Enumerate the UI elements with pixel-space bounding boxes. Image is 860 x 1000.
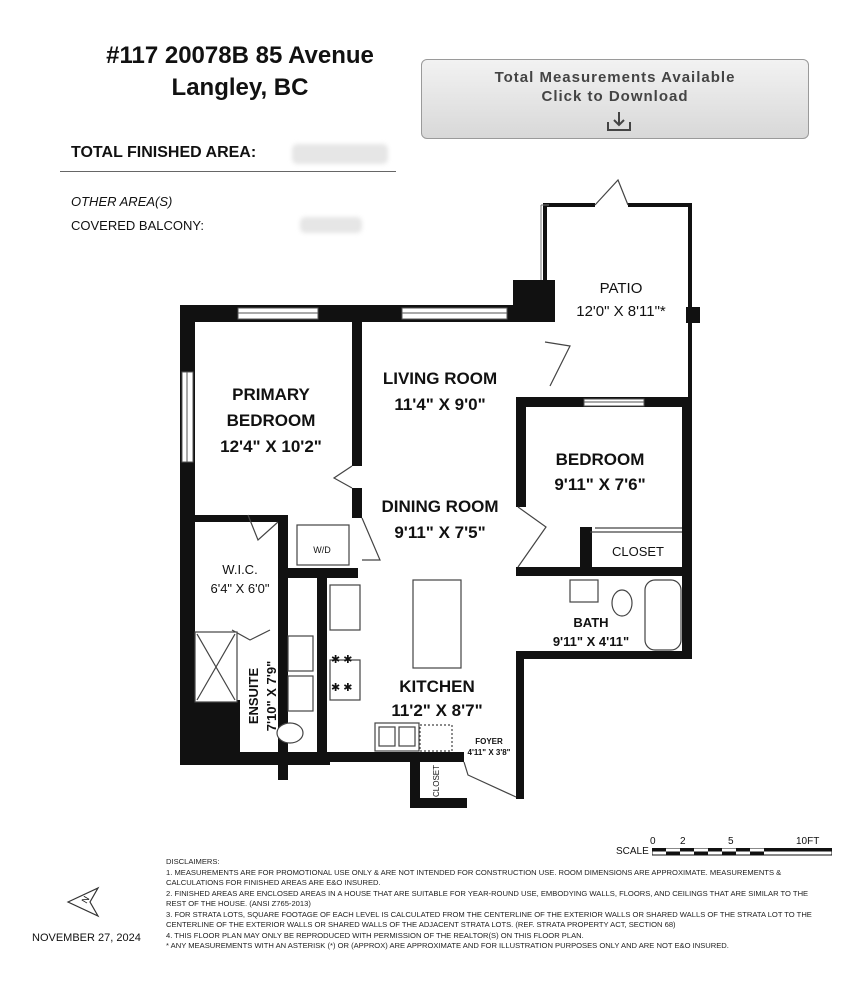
bedroom-closet-label: CLOSET <box>612 544 664 559</box>
scale-label: SCALE <box>616 846 649 857</box>
fixtures: ✱ ✱ ✱ ✱ <box>194 524 682 752</box>
scale-tick-10ft: 10FT <box>796 836 820 847</box>
total-area-value-redacted <box>292 144 388 164</box>
north-arrow-icon: N <box>66 886 100 918</box>
svg-text:✱ ✱: ✱ ✱ <box>331 682 353 694</box>
patio-name: PATIO <box>600 280 643 297</box>
plan-date: NOVEMBER 27, 2024 <box>32 932 141 944</box>
kitchen-dims: 11'2" X 8'7" <box>391 701 482 720</box>
download-icon <box>607 112 631 131</box>
wic-name: W.I.C. <box>222 562 257 577</box>
total-finished-area-label: TOTAL FINISHED AREA: <box>71 144 257 161</box>
disclaimer-item: * ANY MEASUREMENTS WITH AN ASTERISK (*) … <box>166 941 729 950</box>
living-room-name: LIVING ROOM <box>383 369 497 388</box>
wic-dims: 6'4" X 6'0" <box>210 581 269 596</box>
disclaimer-item: 1. MEASUREMENTS ARE FOR PROMOTIONAL USE … <box>166 867 782 888</box>
download-line-1: Total Measurements Available <box>494 69 736 86</box>
foyer-name: FOYER <box>475 737 503 746</box>
north-letter: N <box>80 894 92 905</box>
bedroom-dims: 9'11" X 7'6" <box>554 475 645 494</box>
living-room-dims: 11'4" X 9'0" <box>394 395 485 414</box>
disclaimer-item: 4. THIS FLOOR PLAN MAY ONLY BE REPRODUCE… <box>166 930 584 940</box>
washer-dryer-label: W/D <box>313 545 331 555</box>
scale-tick-0: 0 <box>650 836 656 847</box>
doors <box>231 322 682 798</box>
foyer-dims: 4'11" X 3'8" <box>468 748 511 757</box>
bedroom-name: BEDROOM <box>556 450 645 469</box>
scale-tick-5: 5 <box>728 836 734 847</box>
disclaimer-item: 2. FINISHED AREAS ARE ENCLOSED AREAS IN … <box>166 888 809 909</box>
patio-dims: 12'0" X 8'11"* <box>576 303 666 320</box>
dining-room-dims: 9'11" X 7'5" <box>394 523 485 542</box>
primary-bedroom-name-2: BEDROOM <box>227 411 316 430</box>
covered-balcony-label: COVERED BALCONY: <box>71 218 204 233</box>
disclaimer-item: 3. FOR STRATA LOTS, SQUARE FOOTAGE OF EA… <box>166 909 812 930</box>
primary-bedroom-name-1: PRIMARY <box>232 385 310 404</box>
svg-text:✱ ✱: ✱ ✱ <box>331 654 353 666</box>
foyer-closet-label: CLOSET <box>432 765 441 797</box>
kitchen-name: KITCHEN <box>399 677 475 696</box>
download-line-2: Click to Download <box>541 88 689 105</box>
download-measurements-button[interactable]: Total Measurements Available Click to Do… <box>421 59 809 139</box>
ensuite-dims: 7'10" X 7'9" <box>264 661 279 732</box>
disclaimer-title: DISCLAIMERS: <box>166 857 220 866</box>
bath-dims: 9'11" X 4'11" <box>553 634 629 649</box>
scale-tick-2: 2 <box>680 836 686 847</box>
primary-bedroom-dims: 12'4" X 10'2" <box>220 437 322 456</box>
other-areas-label: OTHER AREA(S) <box>71 194 173 209</box>
windows <box>181 307 645 463</box>
address-line-2: Langley, BC <box>171 74 309 101</box>
scale-ruler <box>652 848 832 856</box>
disclaimers: DISCLAIMERS: 1. MEASUREMENTS ARE FOR PRO… <box>166 857 826 952</box>
dining-room-name: DINING ROOM <box>381 497 498 516</box>
bath-name: BATH <box>573 615 608 630</box>
balcony-value-redacted <box>300 217 362 233</box>
area-divider <box>60 171 396 172</box>
ensuite-name: ENSUITE <box>246 668 261 725</box>
address-line-1: #117 20078B 85 Avenue <box>106 42 374 69</box>
